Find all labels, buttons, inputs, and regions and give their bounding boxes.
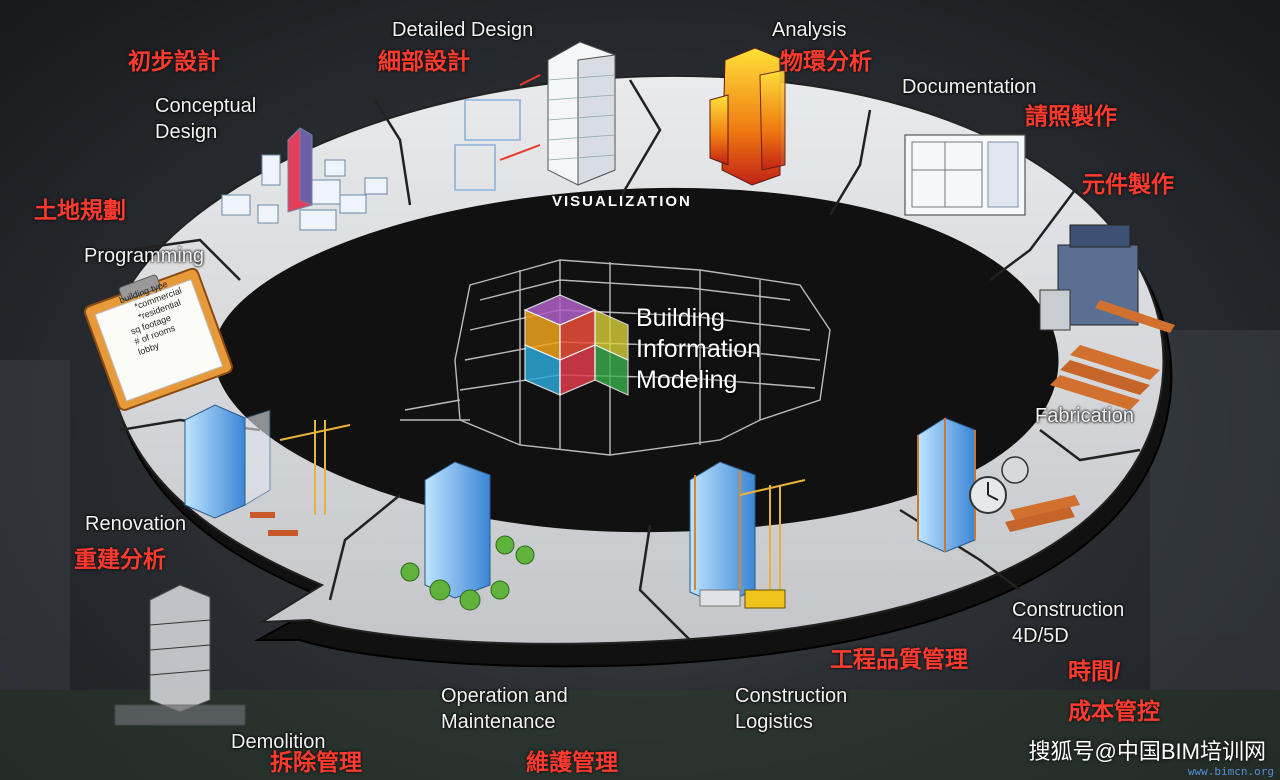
bim-title: Building Information Modeling	[636, 303, 761, 396]
operation-maintenance-en-line2: Maintenance	[441, 711, 556, 733]
analysis-zh: 物環分析	[780, 48, 872, 74]
demolition-en: Demolition	[231, 731, 326, 753]
operation-maintenance-tower	[400, 461, 535, 611]
construction-4d5d-zh-line2: 成本管控	[1068, 698, 1160, 724]
programming-en: Programming	[84, 245, 205, 267]
bim-title-line2: Information	[636, 335, 762, 363]
watermark-text: 搜狐号@中国BIM培训网	[1028, 739, 1266, 764]
bim-cube-logo	[523, 294, 629, 396]
documentation-zh: 請照製作	[1025, 103, 1117, 129]
construction-logistics-en-line2: Logistics	[735, 711, 813, 733]
conceptual-design-en-line1: Conceptual	[155, 95, 257, 117]
detailed-design-zh: 細部設計	[378, 48, 470, 74]
construction-4d5d-en-line2: 4D/5D	[1012, 625, 1069, 647]
watermark-url: www.bimcn.org	[1187, 765, 1274, 778]
demolition-zh: 拆除管理	[270, 749, 362, 775]
conceptual-design-zh: 初步設計	[128, 48, 220, 74]
renovation-tower	[184, 404, 351, 536]
construction-4d5d-site	[917, 417, 1080, 553]
detailed-design-en: Detailed Design	[392, 19, 534, 41]
visualization-label: VISUALIZATION	[552, 193, 692, 210]
analysis-heatmap-building	[709, 47, 786, 186]
programming-zh: 土地規劃	[34, 197, 126, 223]
documentation-drawing-sheet	[904, 134, 1026, 216]
segment-dividers	[119, 79, 1141, 641]
construction-4d5d-zh-line1: 時間/	[1068, 658, 1121, 684]
analysis-en: Analysis	[772, 19, 847, 41]
conceptual-massing-models	[221, 127, 388, 231]
construction-logistics-en-line1: Construction	[735, 685, 848, 707]
renovation-en: Renovation	[85, 513, 187, 535]
construction-logistics-zh: 工程品質管理	[830, 646, 968, 672]
bim-title-line1: Building	[636, 304, 725, 332]
fabrication-en: Fabrication	[1035, 405, 1134, 427]
operation-maintenance-zh: 維護管理	[526, 749, 618, 775]
construction-logistics-site	[689, 461, 806, 609]
documentation-en: Documentation	[902, 76, 1037, 98]
detailed-design-tower	[454, 41, 616, 191]
conceptual-design-en-line2: Design	[155, 121, 218, 143]
demolition-tower	[114, 584, 246, 726]
bim-title-line3: Modeling	[636, 366, 738, 394]
construction-4d5d-en-line1: Construction	[1012, 599, 1125, 621]
fabrication-zh: 元件製作	[1082, 171, 1174, 197]
renovation-zh: 重建分析	[74, 546, 166, 572]
operation-maintenance-en-line1: Operation and	[441, 685, 568, 707]
programming-clipboard	[83, 267, 233, 411]
fabrication-machine	[1039, 224, 1175, 410]
